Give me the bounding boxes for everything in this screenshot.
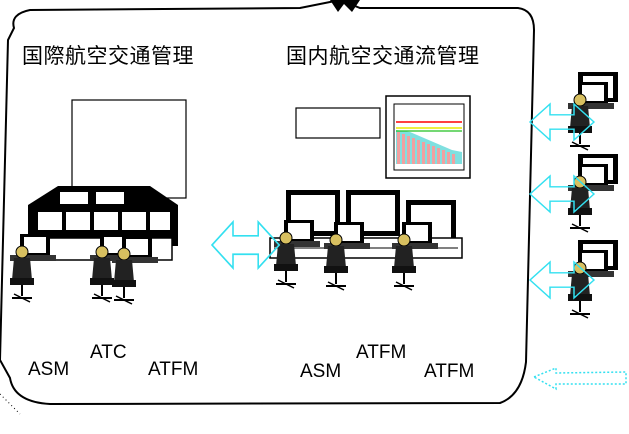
double-arrow-icon bbox=[211, 221, 281, 269]
right-section-title: 国内航空交通流管理 bbox=[286, 44, 480, 68]
right-label-atfm-top: ATFM bbox=[356, 342, 407, 363]
left-label-atfm: ATFM bbox=[148, 359, 199, 380]
dotted-arrow-icon bbox=[532, 366, 627, 391]
left-section-title: 国際航空交通管理 bbox=[22, 44, 194, 68]
left-label-asm: ASM bbox=[28, 359, 70, 380]
flow-chart-icon bbox=[385, 95, 471, 179]
right-label-atfm: ATFM bbox=[424, 361, 475, 382]
right-label-asm: ASM bbox=[300, 361, 342, 382]
left-label-atc: ATC bbox=[90, 342, 127, 363]
right-stations bbox=[567, 72, 618, 319]
